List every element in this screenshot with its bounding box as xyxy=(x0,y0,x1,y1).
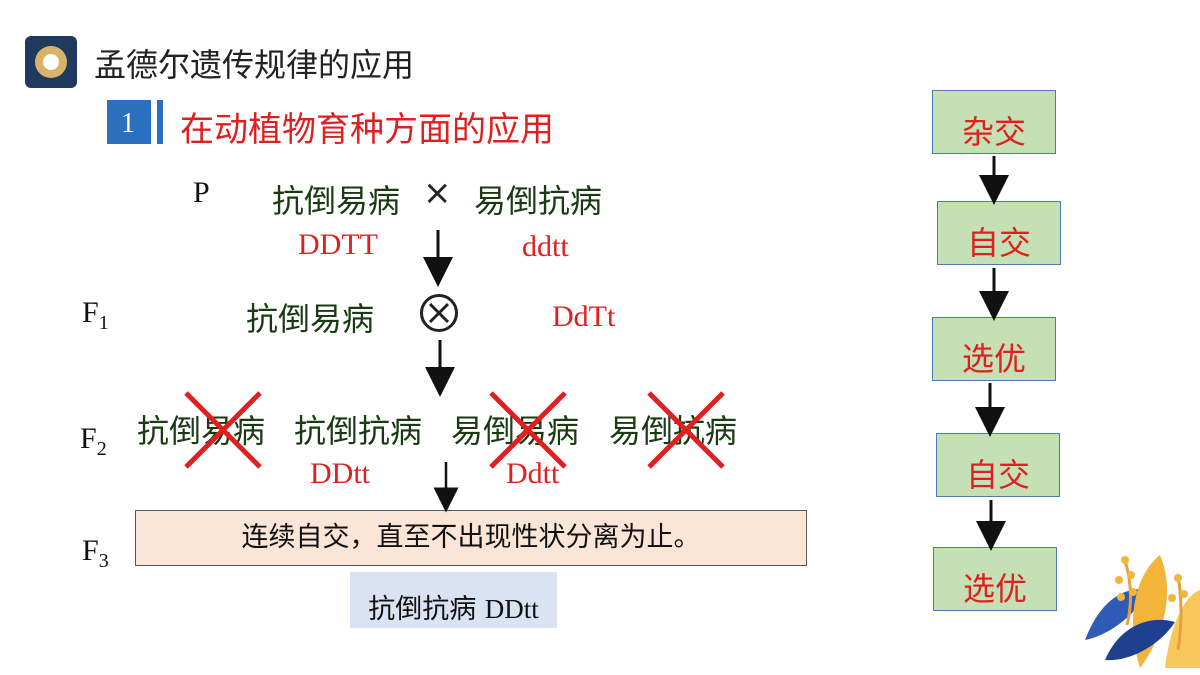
leaf-decoration xyxy=(1085,555,1200,668)
result-phenotype: 抗倒抗病 xyxy=(368,594,477,625)
parent-right-genotype: ddtt xyxy=(522,230,569,263)
flow-step-4: 自交 xyxy=(936,433,1060,497)
logo-ring xyxy=(35,46,67,78)
f1-phenotype: 抗倒易病 xyxy=(246,300,375,338)
result-genotype: DDtt xyxy=(484,594,539,624)
section-title: 在动植物育种方面的应用 xyxy=(180,110,554,150)
parent-left-genotype: DDTT xyxy=(298,228,378,261)
flow-step-3: 选优 xyxy=(932,317,1056,381)
result-box: 抗倒抗病 DDtt xyxy=(350,572,557,628)
f2-phenotype-1: 抗倒易病 xyxy=(137,412,266,450)
generation-f3-label: F3 xyxy=(82,534,109,572)
logo-icon xyxy=(25,36,77,88)
generation-f1-label: F1 xyxy=(82,296,109,334)
generation-p-label: P xyxy=(193,176,210,209)
page-title: 孟德尔遗传规律的应用 xyxy=(94,46,415,84)
cross-symbol: × xyxy=(423,173,452,213)
procedure-flow-arrows xyxy=(975,156,1009,551)
f3-instruction-box: 连续自交，直至不出现性状分离为止。 xyxy=(135,510,807,566)
eliminate-x-3 xyxy=(489,391,567,469)
flow-step-1: 杂交 xyxy=(932,90,1056,154)
parent-right-phenotype: 易倒抗病 xyxy=(474,182,603,220)
f2-phenotype-2: 抗倒抗病 xyxy=(294,412,423,450)
f1-genotype: DdTt xyxy=(552,300,616,333)
generation-f2-label: F2 xyxy=(80,422,107,460)
eliminate-x-4 xyxy=(647,391,725,469)
selfing-cross-mark xyxy=(428,302,450,324)
section-number-bar xyxy=(157,100,163,144)
eliminate-x-1 xyxy=(184,391,262,469)
f2-genotype-1: DDtt xyxy=(310,457,370,490)
selfing-icon xyxy=(420,294,458,332)
parent-left-phenotype: 抗倒易病 xyxy=(272,182,401,220)
genetic-flow-arrows xyxy=(423,230,459,513)
section-number: 1 xyxy=(107,100,151,144)
logo-core xyxy=(43,54,59,70)
f2-genotype-2: Ddtt xyxy=(506,457,560,490)
flow-step-2: 自交 xyxy=(937,201,1061,265)
